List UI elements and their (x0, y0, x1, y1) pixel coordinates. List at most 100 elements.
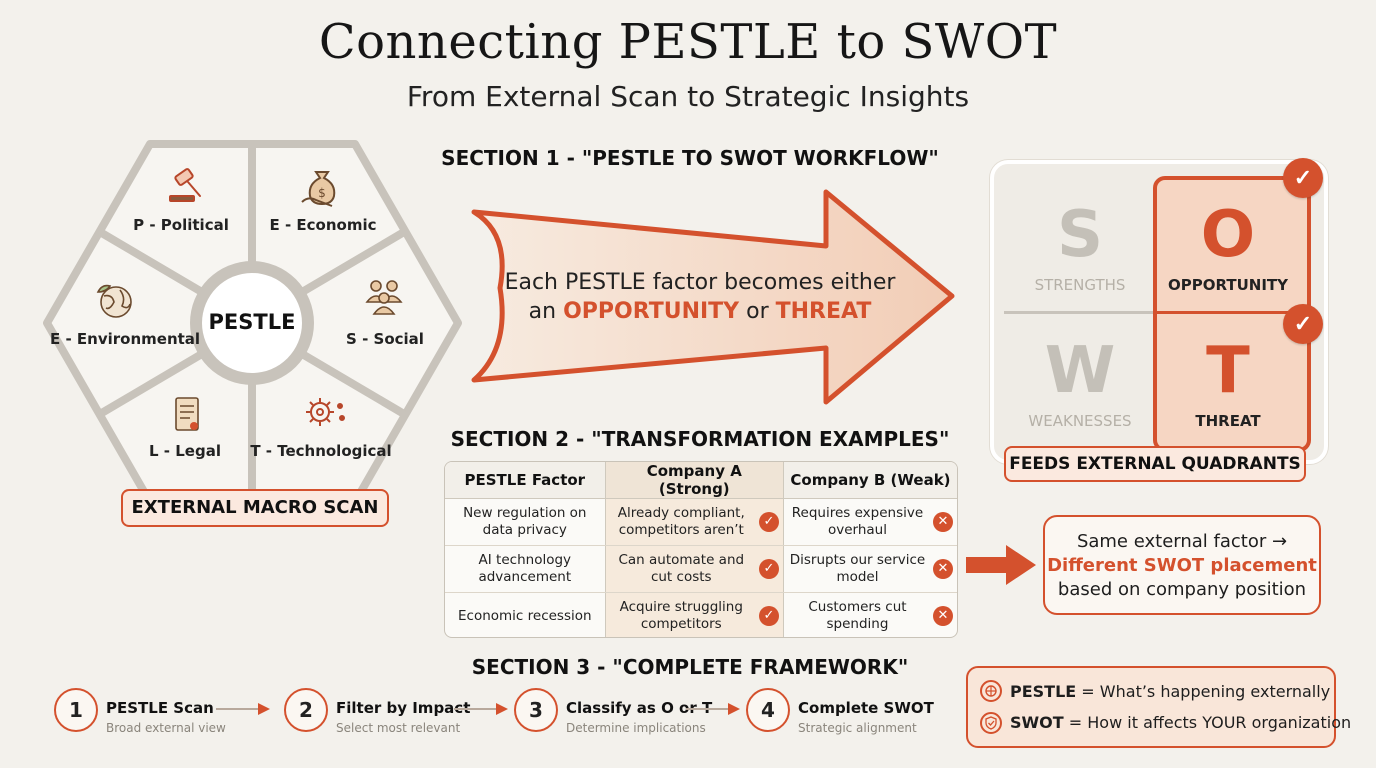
svg-text:$: $ (318, 186, 326, 200)
factor-cell: New regulation on data privacy (445, 498, 606, 546)
feeds-external-quadrants-label: FEEDS EXTERNAL QUADRANTS (1004, 446, 1306, 482)
company-b-cell: Disrupts our service model ✕ (783, 545, 957, 593)
company-a-cell: Already compliant, competitors aren’t ✓ (605, 498, 784, 546)
callout-line1: Same external factor → (1076, 531, 1288, 552)
globe-icon (980, 680, 1002, 702)
swot-s-letter: S (1056, 198, 1104, 272)
company-a-text: Already compliant, competitors aren’t (617, 505, 745, 538)
col-header-factor: PESTLE Factor (445, 462, 606, 499)
step-2-title: Filter by Impact (336, 699, 471, 717)
check-mark-icon: ✓ (758, 559, 779, 579)
swot-o-word: OPPORTUNITY (1167, 276, 1288, 294)
callout-box: Same external factor → Different SWOT pl… (1043, 515, 1321, 615)
legend-row-swot: SWOT = How it affects YOUR organization (1010, 713, 1351, 732)
people-icon (365, 280, 403, 315)
step-3-title: Classify as O or T (566, 699, 713, 717)
step-4-title: Complete SWOT (798, 699, 934, 717)
legend-row-pestle: PESTLE = What’s happening externally (1010, 682, 1330, 701)
x-mark-icon: ✕ (933, 512, 953, 532)
transformation-table: PESTLE Factor Company A (Strong) Company… (444, 461, 958, 638)
factor-cell: AI technology advancement (445, 545, 606, 593)
scroll-icon (175, 397, 199, 431)
globe-leaf-icon (96, 284, 132, 318)
x-mark-icon: ✕ (933, 559, 953, 579)
step-1-number: 1 (54, 688, 98, 732)
company-a-cell: Can automate and cut costs ✓ (605, 545, 784, 593)
swot-s-word: STRENGTHS (1034, 276, 1126, 294)
legend-text-pestle: = What’s happening externally (1076, 682, 1331, 701)
arrow-word-or: or (746, 299, 769, 324)
section1-heading: SECTION 1 - "PESTLE TO SWOT WORKFLOW" (441, 146, 939, 170)
company-b-cell: Requires expensive overhaul ✕ (783, 498, 957, 546)
arrow-shape (471, 189, 955, 405)
arrow-word-an: an (528, 299, 557, 324)
segment-dividers (97, 148, 407, 498)
legend-term-pestle: PESTLE (1010, 682, 1077, 701)
step-arrow-icon (686, 703, 740, 715)
legend-box (966, 666, 1336, 748)
segment-social: S - Social (346, 330, 424, 348)
gear-icon (306, 398, 345, 426)
col-header-company-a: Company A (Strong) (605, 462, 784, 499)
opportunity-check-icon: ✓ (1283, 158, 1323, 198)
check-mark-icon: ✓ (758, 512, 779, 532)
table-row: AI technology advancement Can automate a… (445, 545, 957, 593)
factor-cell: Economic recession (445, 592, 606, 637)
table-row: Economic recession Acquire struggling co… (445, 592, 957, 637)
x-mark-icon: ✕ (933, 606, 953, 626)
callout-line3: based on company position (1057, 579, 1307, 600)
step-3-number: 3 (514, 688, 558, 732)
segment-environmental: E - Environmental (50, 330, 201, 348)
company-b-text: Customers cut spending (808, 599, 907, 632)
gavel-icon (169, 168, 201, 202)
table-row: New regulation on data privacy Already c… (445, 498, 957, 546)
legend-term-swot: SWOT (1010, 713, 1064, 732)
arrow-text: Each PESTLE factor becomes either an OPP… (470, 268, 930, 326)
check-mark-icon: ✓ (758, 606, 779, 626)
step-arrow-icon (454, 703, 508, 715)
swot-divider-h-accent (1157, 311, 1303, 314)
page-title: Connecting PESTLE to SWOT (318, 14, 1058, 70)
step-2-subtitle: Select most relevant (336, 721, 461, 735)
step-1-subtitle: Broad external view (106, 721, 226, 735)
section3-heading: SECTION 3 - "COMPLETE FRAMEWORK" (471, 655, 909, 679)
segment-legal: L - Legal (149, 442, 221, 460)
swot-t-letter: T (1206, 334, 1250, 408)
swot-w-letter: W (1044, 334, 1116, 408)
threat-check-icon: ✓ (1283, 304, 1323, 344)
arrow-text-line1: Each PESTLE factor becomes either (504, 270, 896, 295)
company-a-text: Can automate and cut costs (618, 552, 745, 585)
shield-check-icon (980, 712, 1002, 734)
segment-economic: E - Economic (269, 216, 377, 234)
step-2-number: 2 (284, 688, 328, 732)
swot-t-word: THREAT (1195, 412, 1261, 430)
company-a-cell: Acquire struggling competitors ✓ (605, 592, 784, 637)
step-4-number: 4 (746, 688, 790, 732)
segment-political: P - Political (133, 216, 229, 234)
arrow-text-line2: an OPPORTUNITY or THREAT (470, 297, 930, 326)
company-b-text: Requires expensive overhaul (791, 505, 924, 538)
workflow-arrow (471, 189, 955, 405)
page-subtitle: From External Scan to Strategic Insights (406, 80, 970, 113)
company-b-text: Disrupts our service model (789, 552, 926, 585)
callout-line2: Different SWOT placement (1047, 555, 1317, 576)
step-1-title: PESTLE Scan (106, 699, 214, 717)
callout-arrow-icon (966, 545, 1036, 585)
external-macro-scan-label: EXTERNAL MACRO SCAN (121, 489, 389, 527)
swot-divider-h (1004, 311, 1154, 314)
pestle-center-label: PESTLE (208, 310, 296, 334)
swot-w-word: WEAKNESSES (1028, 412, 1132, 430)
section2-heading: SECTION 2 - "TRANSFORMATION EXAMPLES" (450, 427, 950, 451)
legend-text-swot: = How it affects YOUR organization (1063, 713, 1352, 732)
step-arrow-icon (216, 703, 270, 715)
company-a-text: Acquire struggling competitors (619, 599, 743, 632)
money-bag-icon: $ (301, 171, 336, 207)
col-header-company-b: Company B (Weak) (783, 462, 957, 499)
pestle-wheel: $ (43, 140, 462, 506)
step-3-subtitle: Determine implications (566, 721, 706, 735)
segment-technological: T - Technological (250, 442, 392, 460)
step-4-subtitle: Strategic alignment (798, 721, 917, 735)
arrow-word-opportunity: OPPORTUNITY (563, 299, 740, 324)
table-header-row: PESTLE Factor Company A (Strong) Company… (445, 462, 957, 499)
swot-o-letter: O (1200, 198, 1256, 272)
